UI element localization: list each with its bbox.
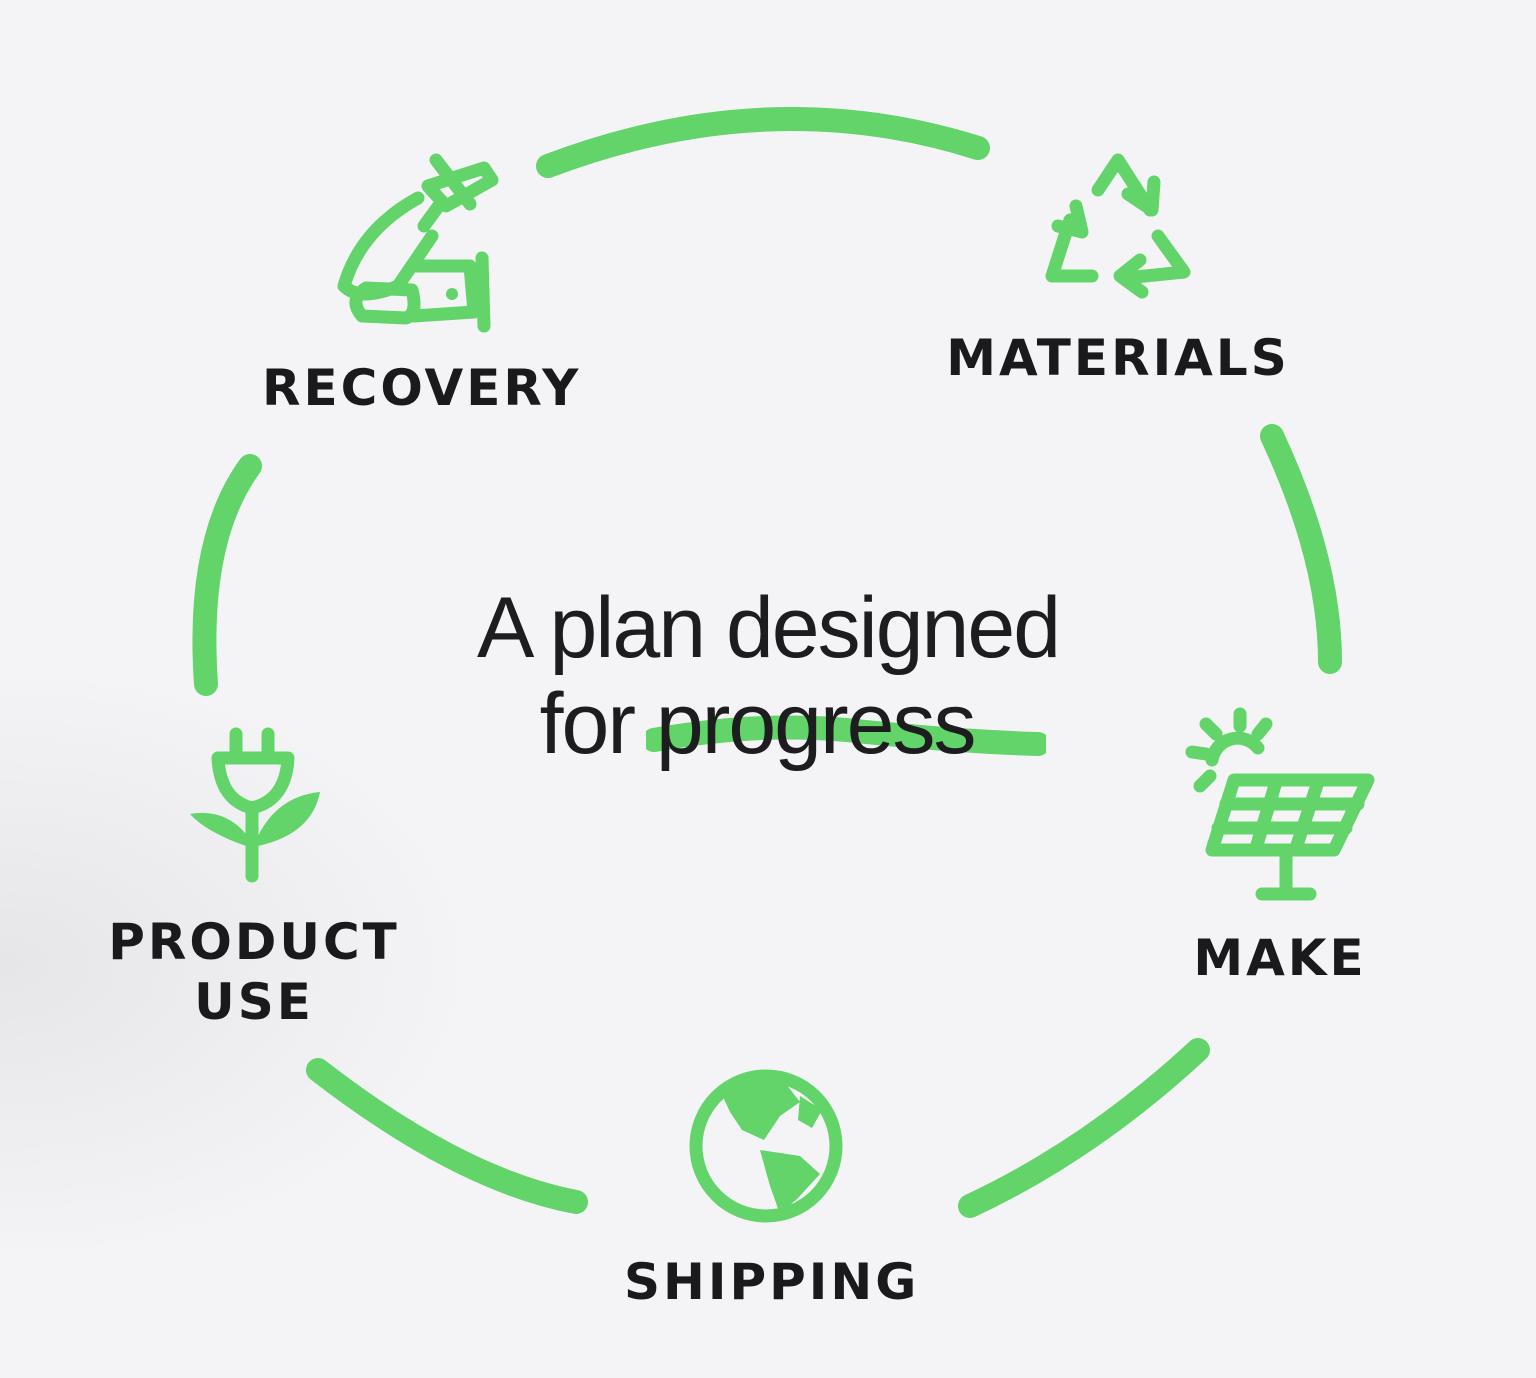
stage-label-make: MAKE: [1193, 929, 1367, 987]
arc-make-to-shipping: [958, 1038, 1210, 1218]
arc-recovery-to-materials: [536, 106, 990, 178]
recycle-icon: [1045, 153, 1191, 299]
stage-label-product-use-line1: PRODUCT: [108, 913, 400, 971]
stage-label-shipping: SHIPPING: [624, 1253, 920, 1311]
globe-icon: [689, 1069, 843, 1223]
headline-line-2: for progress.: [318, 676, 1218, 772]
stage-label-product-use: PRODUCT USE: [104, 912, 404, 1032]
arc-product-use-to-recovery: [192, 454, 262, 696]
stage-label-product-use-line2: USE: [194, 973, 314, 1031]
highlighted-word-text: progress: [655, 676, 977, 772]
headline-prefix: for: [539, 676, 656, 772]
highlighted-word: progress: [645, 676, 1046, 772]
plug-plant-icon: [190, 727, 320, 883]
arc-shipping-to-product-use: [306, 1058, 588, 1214]
hand-plug-icon: [337, 153, 499, 333]
arc-materials-to-make: [1260, 424, 1342, 674]
solar-panel-icon: [1185, 707, 1375, 901]
stage-label-materials: MATERIALS: [946, 329, 1290, 387]
highlight-stroke: [645, 715, 1046, 756]
stage-label-recovery: RECOVERY: [262, 359, 582, 417]
headline: A plan designed for progress.: [318, 580, 1218, 772]
headline-line-1: A plan designed: [476, 580, 1061, 676]
